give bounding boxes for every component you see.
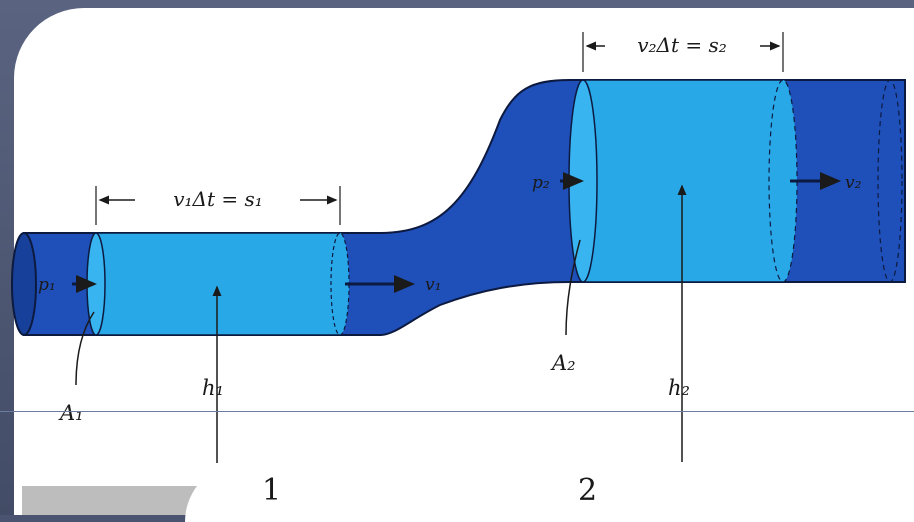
segment2-label: v₂Δt = s₂ [637, 33, 727, 57]
fluid-segment-1 [96, 233, 340, 335]
h2-label: h₂ [668, 376, 690, 400]
bottom-white-panel [185, 462, 914, 522]
v1-label: v₁ [425, 275, 441, 295]
v2-label: v₂ [845, 173, 862, 193]
h1-label: h₁ [202, 376, 224, 400]
pipe-right-end [877, 79, 903, 283]
A1-label: A₁ [58, 401, 84, 425]
segment1-label: v₁Δt = s₁ [173, 187, 263, 211]
marker-2: 2 [578, 473, 597, 508]
fluid-segment-2 [583, 80, 783, 282]
A2-label: A₂ [550, 351, 576, 375]
p2-label: p₂ [532, 173, 550, 193]
reference-line [0, 411, 914, 412]
pipe-left-end [11, 232, 37, 336]
marker-1: 1 [262, 473, 281, 508]
p1-label: p₁ [38, 275, 56, 295]
